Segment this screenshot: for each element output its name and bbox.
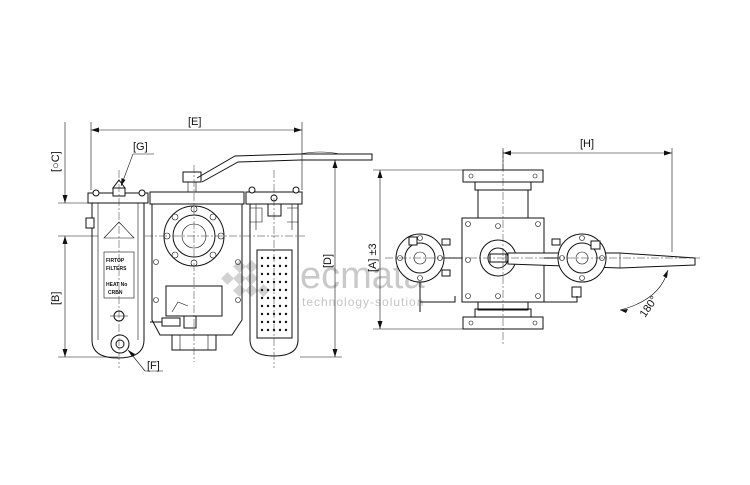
basket-mesh	[260, 256, 288, 332]
front-view: FIRTOP FILTERS HEAT No CRBN	[85, 151, 373, 368]
nameplate-line2: FILTERS	[106, 266, 127, 272]
nameplate-line3: HEAT No	[106, 282, 127, 288]
watermark: ecmata technology-solution	[221, 255, 425, 309]
watermark-logo-icon	[221, 260, 270, 297]
drain-pipe-right	[544, 296, 578, 303]
drain-pipe-left	[419, 282, 456, 312]
dimension-g-label: [G]	[133, 141, 148, 153]
dimension-d-label: [D]	[322, 254, 334, 268]
drain-plug-icon	[110, 334, 130, 354]
rotation-angle-label: 180°	[638, 294, 661, 320]
dimension-f-label: [F]	[147, 360, 160, 372]
nameplate-line4: CRBN	[108, 290, 123, 296]
front-dimensions: [E] [○C] [G] [B] [F] [D]	[50, 116, 342, 372]
dimension-c-label: [○C]	[50, 151, 62, 172]
dimension-a-label: [A] ±3	[367, 243, 379, 272]
dimension-h-label: [H]	[580, 138, 594, 150]
nameplate-line1: FIRTOP	[106, 258, 125, 264]
watermark-tagline: technology-solution	[302, 295, 424, 309]
top-view	[385, 150, 700, 345]
dimension-e-label: [E]	[188, 116, 201, 128]
valve-body	[149, 191, 245, 351]
lever-handle	[182, 151, 373, 194]
dimension-b-label: [B]	[50, 292, 62, 305]
